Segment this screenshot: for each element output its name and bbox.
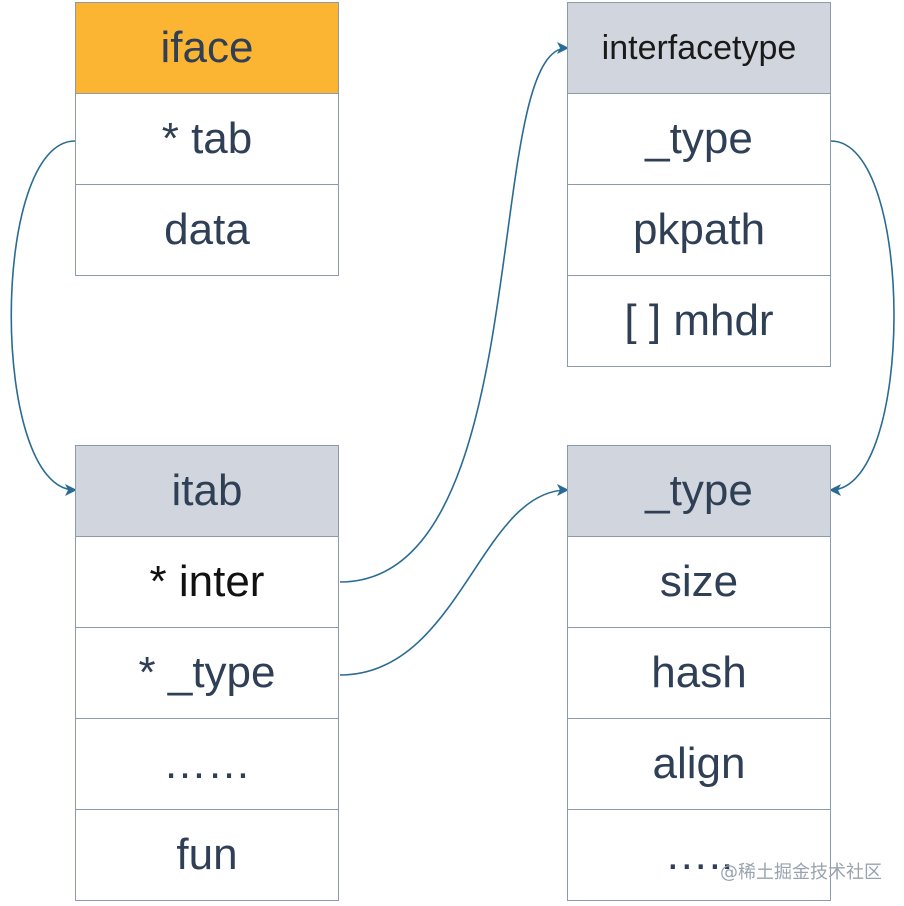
interfacetype-field-pkpath: pkpath [567, 184, 831, 276]
interfacetype-struct: interfacetype _type pkpath [ ] mhdr [567, 2, 831, 367]
type-field-align: align [567, 718, 831, 810]
interfacetype-header: interfacetype [567, 2, 831, 94]
interfacetype-field-mhdr: [ ] mhdr [567, 275, 831, 367]
iface-header: iface [75, 2, 339, 94]
arrow-inter-to-interfacetype [339, 42, 569, 583]
itab-header: itab [75, 445, 339, 537]
type-field-size: size [567, 536, 831, 628]
type-struct: _type size hash align ….. [567, 445, 831, 901]
watermark: @稀土掘金技术社区 [720, 862, 882, 883]
itab-struct: itab * inter * _type …… fun [75, 445, 339, 901]
itab-field-ellipsis: …… [75, 718, 339, 810]
itab-field-fun: fun [75, 809, 339, 901]
type-field-hash: hash [567, 627, 831, 719]
type-header: _type [567, 445, 831, 537]
iface-field-data: data [75, 184, 339, 276]
iface-field-tab: * tab [75, 93, 339, 185]
itab-field-inter: * inter [75, 536, 339, 628]
interfacetype-field-type: _type [567, 93, 831, 185]
iface-struct: iface * tab data [75, 2, 339, 276]
arrow-tab-to-itab [10, 140, 77, 496]
type-field-ellipsis: ….. [567, 809, 831, 901]
arrow-type-to-type [339, 484, 569, 676]
arrow-interfacetype-type-to-type [829, 140, 895, 496]
itab-field-type: * _type [75, 627, 339, 719]
